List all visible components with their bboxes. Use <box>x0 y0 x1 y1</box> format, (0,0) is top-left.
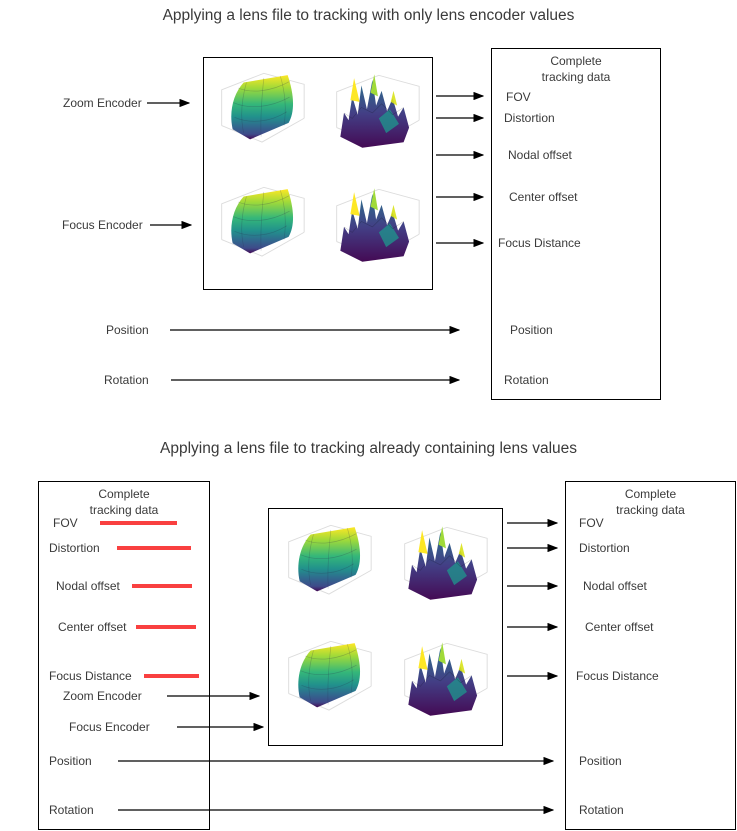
tracking-item-rotation: Rotation <box>579 803 624 817</box>
zoom-encoder-label-top: Zoom Encoder <box>63 96 142 110</box>
rotation-label-top: Rotation <box>104 373 149 387</box>
position-label-top: Position <box>106 323 149 337</box>
tracking-item-fov: FOV <box>579 516 604 530</box>
focus-encoder-label-top: Focus Encoder <box>62 218 143 232</box>
tracking-data-box-bottom-right: Complete tracking data FOV Distortion No… <box>565 481 736 830</box>
surface-plot-spiky <box>390 519 500 620</box>
lens-file-plots-box-top <box>203 57 433 290</box>
tracking-item-center-offset: Center offset <box>58 620 127 634</box>
surface-plot-spiky <box>390 635 500 736</box>
surface-plot-smooth <box>274 515 384 620</box>
tracking-data-box-top-title: Complete tracking data <box>541 54 611 84</box>
tracking-item-distortion: Distortion <box>579 541 630 555</box>
surface-plot-smooth <box>274 631 384 736</box>
top-section-title: Applying a lens file to tracking with on… <box>162 7 575 24</box>
tracking-item-nodal-offset: Nodal offset <box>583 579 647 593</box>
tracking-item-nodal-offset: Nodal offset <box>508 148 572 162</box>
lens-file-plots-box-bottom <box>268 508 503 746</box>
tracking-item-position: Position <box>49 754 92 768</box>
tracking-item-position: Position <box>510 323 553 337</box>
tracking-data-box-top: Complete tracking data FOV Distortion No… <box>491 48 661 400</box>
bottom-section-title: Applying a lens file to tracking already… <box>159 440 578 457</box>
tracking-item-zoom-encoder: Zoom Encoder <box>63 689 142 703</box>
tracking-item-focus-distance: Focus Distance <box>498 236 581 250</box>
tracking-data-box-bottom-left-title: Complete tracking data <box>89 487 159 517</box>
surface-plot-smooth <box>207 177 317 282</box>
tracking-item-center-offset: Center offset <box>509 190 578 204</box>
surface-plot-spiky <box>322 181 432 282</box>
tracking-item-rotation: Rotation <box>504 373 549 387</box>
tracking-item-nodal-offset: Nodal offset <box>56 579 120 593</box>
surface-plot-smooth <box>207 63 317 168</box>
tracking-item-fov: FOV <box>506 90 531 104</box>
tracking-item-distortion: Distortion <box>504 111 555 125</box>
tracking-item-center-offset: Center offset <box>585 620 654 634</box>
tracking-item-focus-encoder: Focus Encoder <box>69 720 150 734</box>
tracking-item-focus-distance: Focus Distance <box>49 669 132 683</box>
tracking-item-distortion: Distortion <box>49 541 100 555</box>
tracking-data-box-bottom-left: Complete tracking data FOV Distortion No… <box>38 481 210 830</box>
tracking-item-focus-distance: Focus Distance <box>576 669 659 683</box>
tracking-data-box-bottom-right-title: Complete tracking data <box>616 487 685 517</box>
tracking-item-fov: FOV <box>53 516 78 530</box>
tracking-item-rotation: Rotation <box>49 803 94 817</box>
tracking-item-position: Position <box>579 754 622 768</box>
surface-plot-spiky <box>322 67 432 168</box>
